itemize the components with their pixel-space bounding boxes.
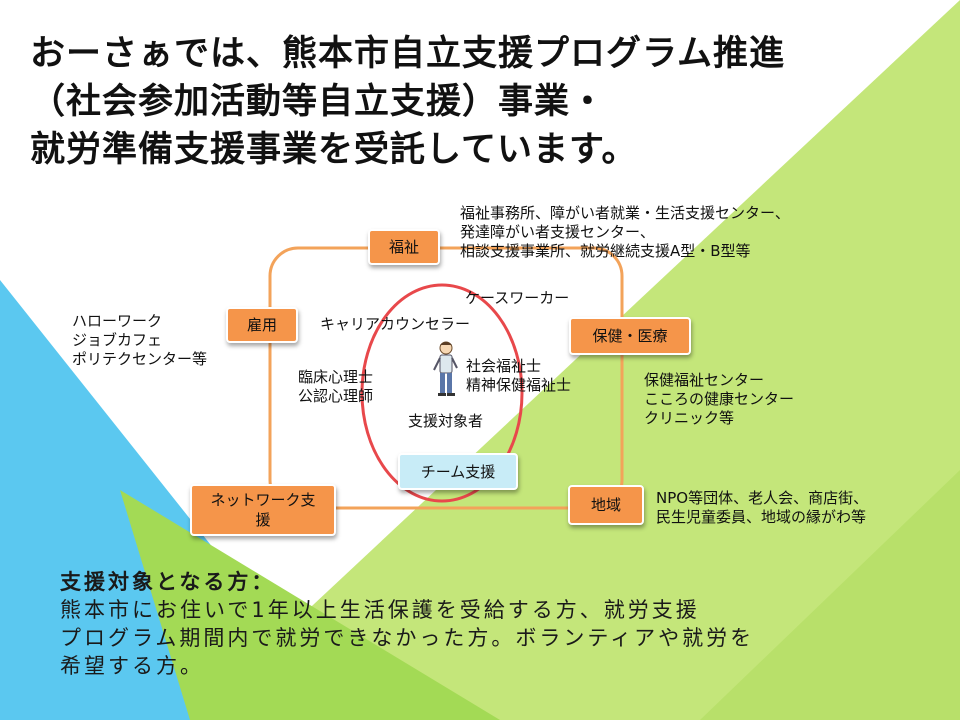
node-welfare: 福祉	[368, 229, 440, 265]
social-worker-line: 精神保健福祉士	[466, 376, 572, 394]
network-ring	[268, 246, 624, 510]
welfare-org-line: 福祉事務所、障がい者就業・生活支援センター、	[460, 204, 790, 222]
node-employment: 雇用	[226, 307, 298, 343]
health-org-line: クリニック等	[644, 409, 735, 427]
node-network-label: ネットワーク支援	[210, 491, 316, 529]
psychologist-labels: 臨床心理士 公認心理師	[298, 368, 373, 406]
eligibility-line: 熊本市にお住いで1年以上生活保護を受給する方、就労支援	[60, 598, 700, 622]
community-organizations: NPO等団体、老人会、商店街、 民生児童委員、地域の縁がわ等	[656, 489, 868, 527]
eligibility-heading: 支援対象となる方：	[60, 570, 276, 594]
team-circle	[360, 283, 524, 503]
community-org-line: NPO等団体、老人会、商店街、	[656, 489, 869, 507]
node-health-label: 保健・医療	[592, 327, 668, 345]
employment-org-line: ジョブカフェ	[72, 331, 163, 349]
node-employment-label: 雇用	[246, 316, 277, 334]
employment-org-line: ハローワーク	[72, 312, 163, 330]
caseworker-label: ケースワーカー	[465, 289, 570, 307]
health-org-line: 保健福祉センター	[644, 371, 765, 389]
welfare-organizations: 福祉事務所、障がい者就業・生活支援センター、 発達障がい者支援センター、 相談支…	[460, 204, 790, 261]
eligibility-line: プログラム期間内で就労できなかった方。ボランティアや就労を	[60, 626, 755, 650]
welfare-org-line: 相談支援事業所、就労継続支援A型・B型等	[460, 242, 751, 260]
psychologist-line: 臨床心理士	[298, 368, 374, 386]
subject-label: 支援対象者	[408, 412, 484, 430]
node-network: ネットワーク支援	[190, 484, 336, 536]
career-counselor-label: キャリアカウンセラー	[320, 315, 471, 333]
title-line: 就労準備支援事業を受託しています。	[30, 130, 638, 170]
social-worker-line: 社会福祉士	[466, 357, 542, 375]
social-worker-labels: 社会福祉士 精神保健福祉士	[466, 357, 571, 395]
health-organizations: 保健福祉センター こころの健康センター クリニック等	[644, 371, 794, 428]
node-team-support: チーム支援	[398, 453, 518, 490]
title-line: （社会参加活動等自立支援）事業・	[30, 82, 607, 122]
node-community-label: 地域	[590, 496, 621, 514]
eligibility-text: 熊本市にお住いで1年以上生活保護を受給する方、就労支援 プログラム期間内で就労で…	[60, 596, 940, 680]
welfare-org-line: 発達障がい者支援センター、	[460, 223, 655, 241]
psychologist-line: 公認心理師	[298, 387, 374, 405]
node-team-support-label: チーム支援	[420, 462, 496, 481]
employment-organizations: ハローワーク ジョブカフェ ポリテクセンター等	[72, 312, 207, 369]
person-figure-icon	[433, 341, 458, 396]
page-title: おーさぁでは、熊本市自立支援プログラム推進 （社会参加活動等自立支援）事業・ 就…	[30, 30, 785, 174]
node-welfare-label: 福祉	[388, 238, 419, 256]
community-org-line: 民生児童委員、地域の縁がわ等	[656, 508, 867, 526]
eligibility-line: 希望する方。	[60, 654, 204, 678]
employment-org-line: ポリテクセンター等	[72, 350, 208, 368]
eligibility-section: 支援対象となる方： 熊本市にお住いで1年以上生活保護を受給する方、就労支援 プロ…	[60, 568, 940, 680]
health-org-line: こころの健康センター	[644, 390, 795, 408]
node-health: 保健・医療	[569, 317, 691, 355]
node-community: 地域	[568, 485, 644, 525]
title-line: おーさぁでは、熊本市自立支援プログラム推進	[30, 34, 785, 74]
